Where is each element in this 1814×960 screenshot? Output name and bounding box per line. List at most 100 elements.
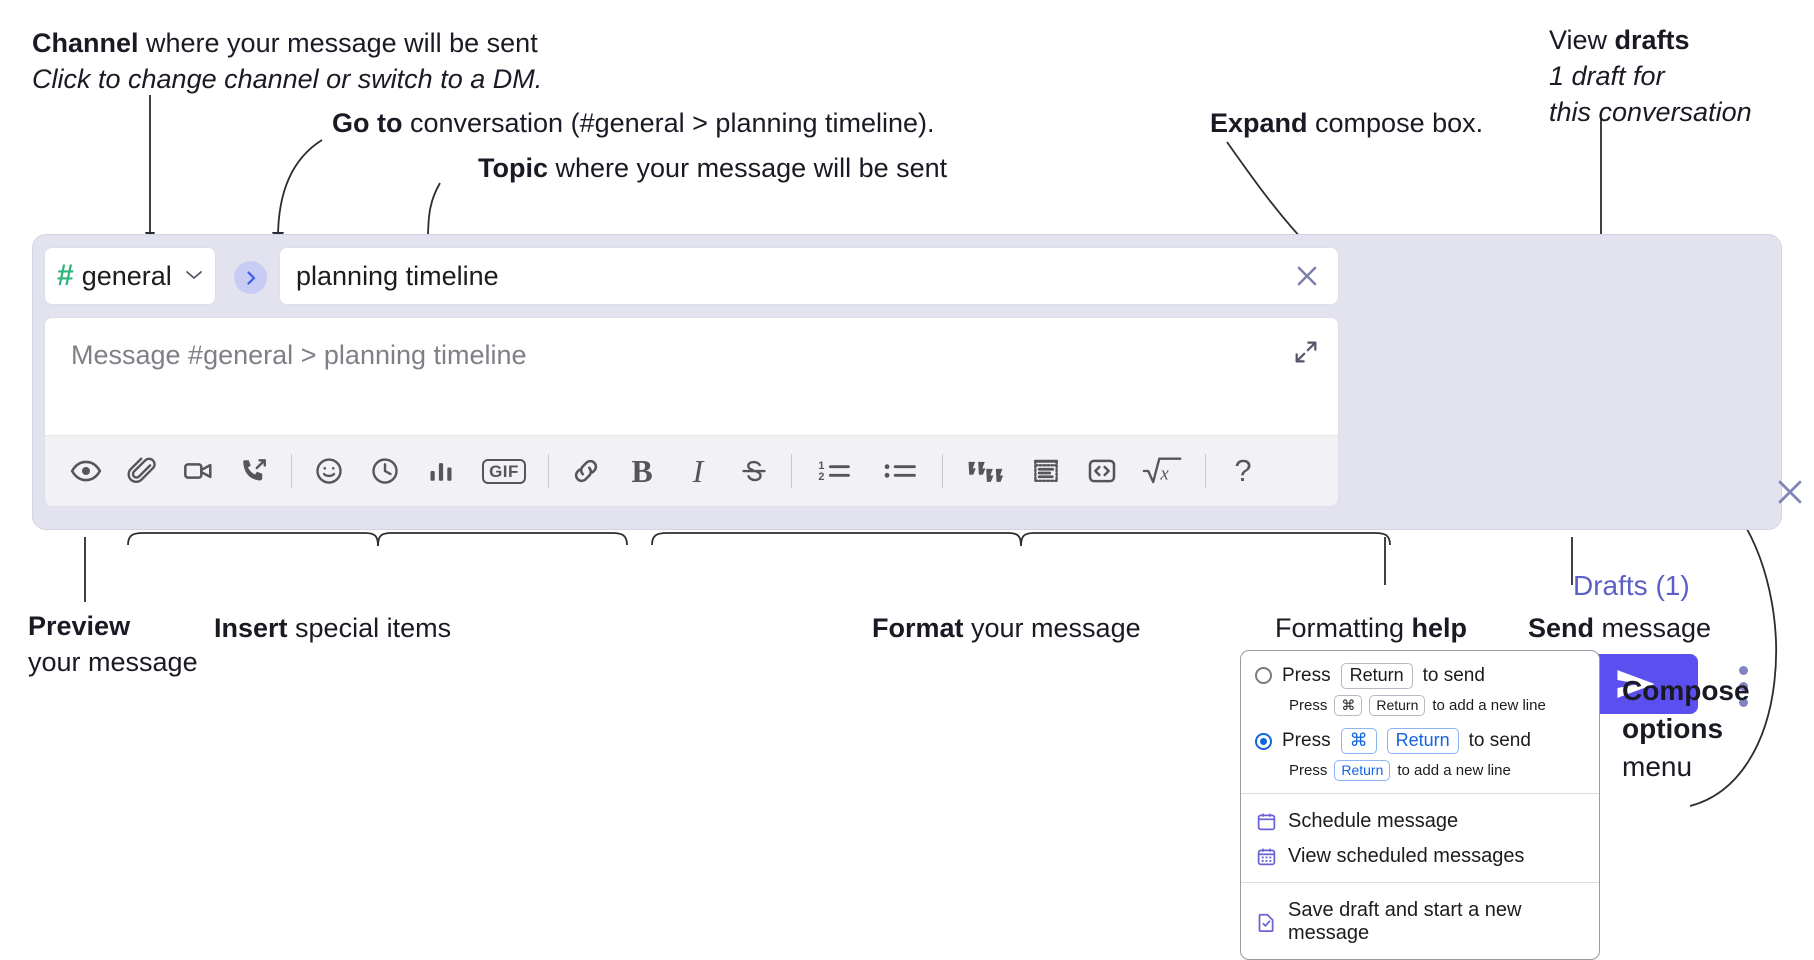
menu-item-save-draft[interactable]: Save draft and start a new message [1241, 889, 1599, 951]
gif-icon[interactable]: GIF [474, 448, 534, 494]
send-shortcut-options: Press Return to send Press ⌘ Return to a… [1241, 651, 1599, 793]
blockquote-icon[interactable] [957, 448, 1013, 494]
radio-selected-icon[interactable] [1255, 732, 1272, 750]
option2-sub-pre: Press [1289, 762, 1328, 780]
annotation-expand-bold: Expand [1210, 108, 1308, 138]
schedule-section: Schedule message View scheduled messages [1241, 794, 1599, 882]
italic-label: I [692, 452, 704, 489]
calendar-grid-icon [1255, 846, 1277, 868]
annotation-drafts-sub2: this conversation [1549, 97, 1752, 127]
kebab-dot [1738, 697, 1748, 707]
option1-key-return: Return [1340, 663, 1413, 689]
inline-code-icon[interactable] [1079, 448, 1125, 494]
annotation-formatting-help: Formatting help [1275, 610, 1467, 646]
option2-key-return: Return [1386, 728, 1459, 754]
svg-text:1: 1 [818, 460, 824, 472]
option1-sub-post: to add a new line [1432, 696, 1546, 714]
toolbar-divider [791, 454, 792, 488]
code-block-icon[interactable] [1023, 448, 1069, 494]
toolbar-divider [548, 454, 549, 488]
annotation-preview-line2: your message [28, 647, 198, 677]
chevron-right-icon [246, 270, 255, 285]
annotation-drafts: View drafts 1 draft for this conversatio… [1549, 22, 1752, 130]
annotation-goto-bold: Go to [332, 108, 403, 138]
radio-unselected-icon[interactable] [1255, 667, 1272, 685]
send-icon [1616, 670, 1655, 698]
annotation-preview-bold: Preview [28, 611, 131, 641]
menu-item-label: Schedule message [1288, 810, 1459, 833]
annotation-compose-options: Compose options menu [1622, 672, 1750, 786]
send-option-cmd-return[interactable]: Press ⌘ Return to send [1255, 728, 1585, 754]
annotation-drafts-pre: View [1549, 25, 1615, 55]
annotation-format-rest: your message [963, 613, 1141, 643]
expand-compose-icon[interactable] [1292, 338, 1320, 371]
bold-label: B [631, 452, 653, 489]
close-icon[interactable] [1773, 475, 1807, 514]
option2-pre: Press [1282, 730, 1331, 752]
annotation-compose-line2: options [1622, 713, 1724, 744]
topic-value: planning timeline [296, 260, 499, 291]
send-option-return-sub: Press ⌘ Return to add a new line [1289, 694, 1585, 717]
draft-section: Save draft and start a new message [1241, 883, 1599, 959]
annotation-topic-bold: Topic [478, 153, 548, 183]
goto-conversation-button[interactable] [234, 261, 267, 294]
option2-sub-key-return: Return [1334, 759, 1391, 782]
attachment-icon[interactable] [119, 448, 165, 494]
annotation-help-pre: Formatting [1275, 613, 1412, 643]
emoji-icon[interactable] [306, 448, 352, 494]
option1-sub-pre: Press [1289, 696, 1328, 714]
bulleted-list-icon[interactable] [872, 448, 928, 494]
italic-icon[interactable]: I [675, 448, 721, 494]
clock-icon[interactable] [362, 448, 408, 494]
preview-icon[interactable] [63, 448, 109, 494]
annotation-send-rest: message [1594, 613, 1712, 643]
menu-item-schedule-message[interactable]: Schedule message [1241, 800, 1599, 839]
menu-divider [1241, 882, 1599, 884]
topic-input[interactable]: planning timeline [279, 247, 1339, 305]
annotation-insert-rest: special items [287, 613, 452, 643]
audio-call-icon[interactable] [231, 448, 277, 494]
compose-options-button[interactable] [1728, 663, 1758, 709]
send-option-cmd-return-sub: Press Return to add a new line [1289, 759, 1585, 782]
hash-icon: # [57, 259, 74, 292]
channel-selector[interactable]: # general [44, 247, 216, 305]
annotation-preview: Preview your message [28, 608, 198, 680]
annotation-channel: Channel where your message will be sent … [32, 25, 542, 97]
option1-sub-key-return: Return [1369, 694, 1426, 717]
video-icon[interactable] [175, 448, 221, 494]
svg-text:2: 2 [818, 471, 824, 483]
compose-panel: # general planning timeline Message #gen… [32, 234, 1802, 714]
annotation-topic-rest: where your message will be sent [548, 153, 948, 183]
chevron-down-icon [185, 268, 203, 285]
formatting-help-icon[interactable]: ? [1220, 448, 1266, 494]
annotation-help-bold: help [1411, 613, 1468, 643]
menu-item-label: Save draft and start a new message [1288, 899, 1522, 945]
bold-icon[interactable]: B [619, 448, 665, 494]
annotation-channel-bold: Channel [32, 28, 139, 58]
annotation-format-bold: Format [872, 613, 964, 643]
annotation-drafts-sub1: 1 draft for [1549, 61, 1665, 91]
math-icon[interactable]: x [1135, 448, 1191, 494]
annotation-compose-line1: Compose [1622, 675, 1750, 706]
annotation-channel-sub: Click to change channel or switch to a D… [32, 64, 543, 94]
clear-topic-icon[interactable] [1292, 261, 1322, 291]
help-label: ? [1234, 453, 1252, 488]
kebab-dot [1738, 665, 1748, 675]
annotation-format: Format your message [872, 610, 1141, 646]
strikethrough-icon[interactable] [731, 448, 777, 494]
drafts-link[interactable]: Drafts (1) [1573, 570, 1690, 601]
annotation-drafts-bold: drafts [1614, 25, 1690, 55]
kebab-dot [1738, 681, 1748, 691]
menu-item-view-scheduled[interactable]: View scheduled messages [1241, 839, 1599, 874]
toolbar-divider [291, 454, 292, 488]
message-input[interactable]: Message #general > planning timeline [44, 317, 1339, 435]
option1-pre: Press [1282, 664, 1331, 686]
link-icon[interactable] [563, 448, 609, 494]
option2-post: to send [1468, 730, 1531, 752]
gif-label: GIF [482, 458, 526, 484]
annotation-insert-bold: Insert [214, 613, 288, 643]
poll-icon[interactable] [418, 448, 464, 494]
send-option-return[interactable]: Press Return to send [1255, 663, 1585, 689]
draft-check-icon [1255, 911, 1277, 933]
ordered-list-icon[interactable]: 1 2 [806, 448, 862, 494]
